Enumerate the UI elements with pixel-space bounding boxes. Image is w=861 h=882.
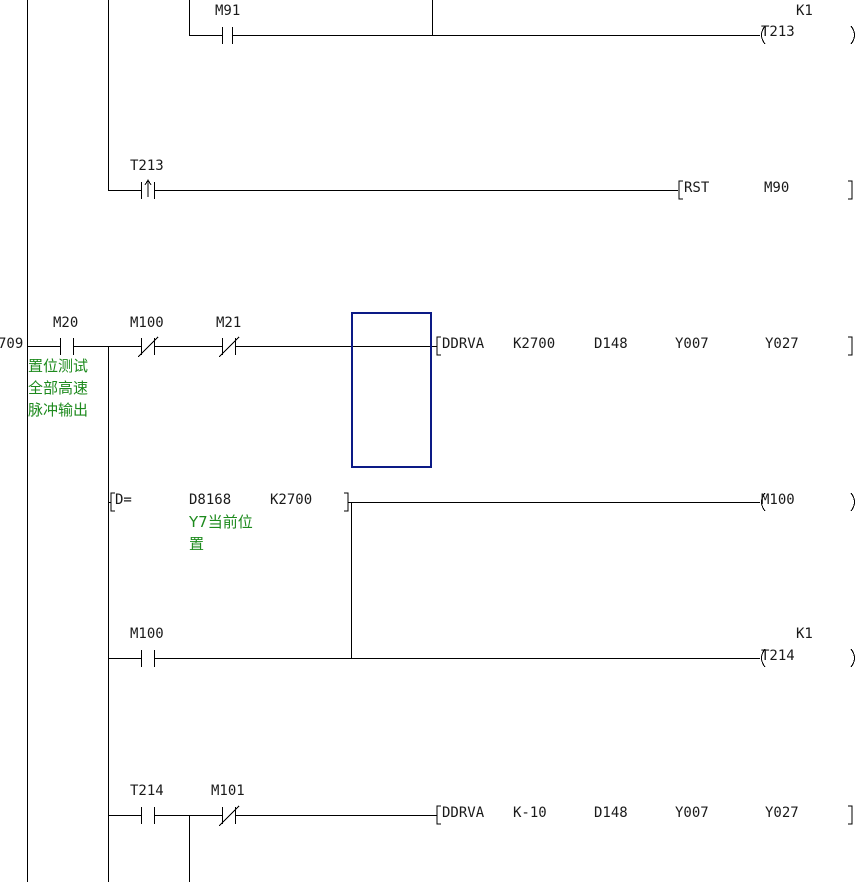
instruction-ddrva-2[interactable]: DDRVA K-10 D148 Y007 Y027	[436, 805, 853, 825]
contact-label: M20	[53, 315, 78, 331]
contact-label: M100	[130, 626, 164, 642]
instruction-rst[interactable]: RST M90	[678, 180, 853, 200]
device-comment: 全部高速	[28, 379, 88, 397]
coil-t213[interactable]: T213	[761, 24, 855, 45]
instruction-operand: D8168	[189, 492, 231, 508]
contact-label: M101	[211, 783, 245, 799]
instruction-name: DDRVA	[442, 336, 485, 352]
rung-3[interactable]: 709 M20 M100 M21 置位测试 全部高速 脉冲输出 DDRV	[0, 312, 855, 668]
contact-m101-nc[interactable]	[218, 805, 240, 827]
coil-label: T214	[761, 648, 795, 664]
instruction-ddrva-1[interactable]: DDRVA K2700 D148 Y007 Y027	[436, 336, 853, 356]
instruction-operand: Y027	[765, 805, 799, 821]
instruction-operand: D148	[594, 805, 628, 821]
contact-label: M100	[130, 315, 164, 331]
timer-constant: K1	[796, 3, 813, 19]
instruction-operand: Y007	[675, 336, 709, 352]
coil-label: T213	[761, 24, 795, 40]
rung-1[interactable]: M91 K1 T213	[189, 3, 855, 45]
step-number: 709	[0, 336, 23, 352]
contact-m100-nc[interactable]	[137, 336, 159, 358]
coil-label: M100	[761, 492, 795, 508]
coil-t214[interactable]: T214	[761, 648, 855, 668]
instruction-operand: D148	[594, 336, 628, 352]
instruction-operand: K2700	[513, 336, 555, 352]
instruction-operand: K2700	[270, 492, 312, 508]
instruction-operand: Y007	[675, 805, 709, 821]
device-comment: 置	[189, 535, 204, 553]
device-comment: 脉冲输出	[28, 401, 88, 419]
contact-m21-nc[interactable]	[218, 336, 240, 358]
contact-m91[interactable]	[222, 27, 233, 44]
contact-label: T214	[130, 783, 164, 799]
instruction-name: D=	[115, 492, 132, 508]
contact-label: T213	[130, 158, 164, 174]
compare-instruction[interactable]: D= D8168 K2700 Y7当前位 置	[110, 492, 349, 553]
device-comment: 置位测试	[28, 357, 88, 375]
selection-cursor[interactable]	[351, 312, 432, 468]
instruction-operand: K-10	[513, 805, 547, 821]
instruction-operand: M90	[764, 180, 789, 196]
contact-label: M21	[216, 315, 241, 331]
device-comment: Y7当前位	[188, 513, 253, 531]
contact-m100-no[interactable]	[141, 650, 155, 667]
coil-m100[interactable]: M100	[761, 492, 855, 512]
instruction-name: RST	[684, 180, 710, 196]
contact-t214[interactable]	[141, 807, 155, 824]
contact-label: M91	[215, 3, 240, 19]
instruction-operand: Y027	[765, 336, 799, 352]
contact-m20[interactable]	[60, 338, 74, 355]
instruction-name: DDRVA	[442, 805, 485, 821]
contact-t213-rising[interactable]	[141, 179, 155, 199]
rung-4[interactable]: T214 M101 DDRVA K-10 D148 Y007 Y027	[108, 783, 853, 827]
timer-constant: K1	[796, 626, 813, 642]
rung-2[interactable]: T213 RST M90	[108, 158, 853, 200]
